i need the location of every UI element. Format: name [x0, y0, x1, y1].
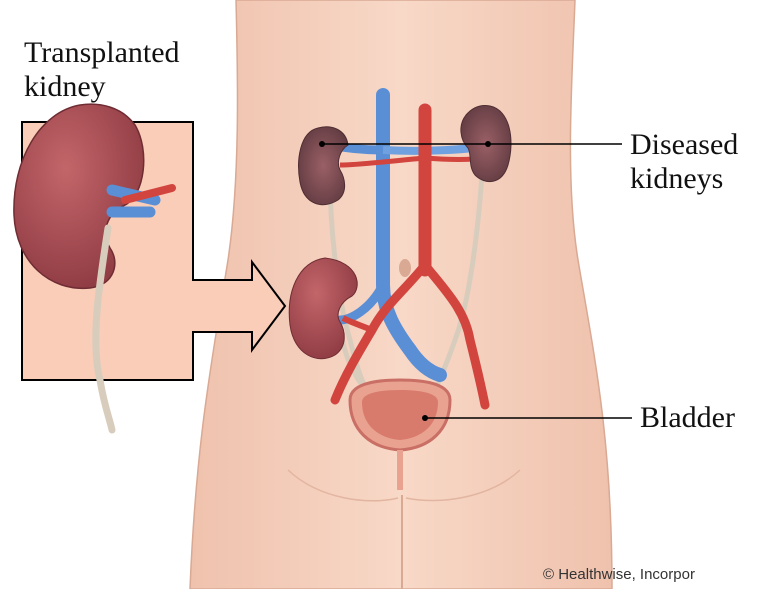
transplanted-kidney-label: Transplanted kidney — [24, 36, 180, 104]
diseased-kidneys-label: Diseased kidneys — [630, 128, 738, 196]
bladder-pointer-dot — [422, 415, 428, 421]
transplanted-label-line2: kidney — [24, 70, 180, 104]
right-kidney-pointer-dot — [485, 141, 491, 147]
bladder-label: Bladder — [640, 401, 735, 435]
diseased-label-line2: kidneys — [630, 162, 738, 196]
left-kidney-pointer-dot — [319, 141, 325, 147]
diseased-label-line1: Diseased — [630, 128, 738, 162]
transplanted-label-line1: Transplanted — [24, 36, 180, 70]
copyright-notice: © Healthwise, Incorpor — [543, 566, 695, 583]
navel — [399, 259, 411, 277]
